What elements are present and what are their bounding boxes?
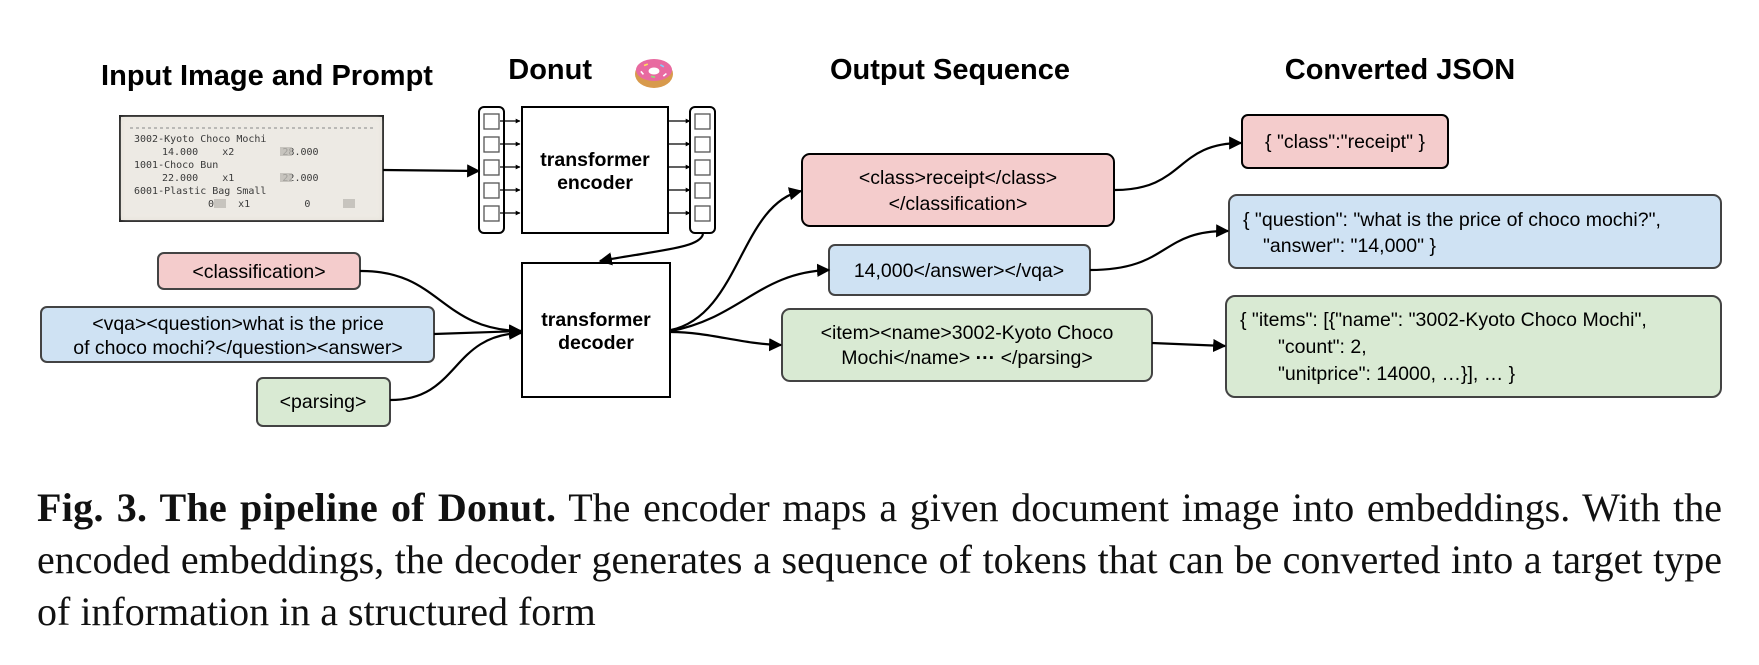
output-parsing: <item><name>3002-Kyoto Choco Mochi</name… <box>781 308 1153 382</box>
json-parsing-line-1: { "items": [{"name": "3002-Kyoto Choco M… <box>1240 309 1647 331</box>
output-parsing-ellipsis: ··· <box>976 347 995 369</box>
heading-donut: Donut <box>508 54 592 86</box>
donut-icon <box>635 59 673 88</box>
arrow-image-to-encoder <box>382 164 481 178</box>
prompt-parsing: <parsing> <box>256 377 391 427</box>
output-parsing-line-2-start: Mochi</name> <box>841 347 970 369</box>
receipt-image: 3002-Kyoto Choco Mochi 14.000 x2 28.000 … <box>119 115 384 222</box>
receipt-line-6: 0 x1 0 <box>208 199 310 210</box>
encoder-output-tokens <box>668 106 716 234</box>
arrow-encoder-to-decoder <box>598 233 705 266</box>
receipt-line-4: 22.000 x1 22.000 <box>162 173 319 184</box>
json-vqa-line-1: { "question": "what is the price of choc… <box>1243 209 1661 231</box>
connectors <box>359 136 1243 402</box>
output-parsing-line-2-end: </parsing> <box>1001 347 1093 369</box>
encoder-label-2: encoder <box>557 172 633 194</box>
heading-input: Input Image and Prompt <box>101 60 433 92</box>
prompt-vqa-line-2: of choco mochi?</question><answer> <box>73 337 403 359</box>
heading-json: Converted JSON <box>1285 54 1515 86</box>
encoder-input-tokens <box>478 106 521 234</box>
json-parsing: { "items": [{"name": "3002-Kyoto Choco M… <box>1225 295 1722 398</box>
pipeline-diagram: Input Image and Prompt Donut Output Sequ… <box>40 54 1722 427</box>
arrow-output-to-json-parsing <box>1151 338 1227 353</box>
transformer-decoder: transformer decoder <box>521 262 671 398</box>
encoder-label-1: transformer <box>540 149 650 171</box>
json-vqa: { "question": "what is the price of choc… <box>1228 194 1722 269</box>
output-parsing-line-2: Mochi</name> ··· </parsing> <box>841 347 1092 369</box>
output-vqa: 14,000</answer></vqa> <box>828 244 1091 296</box>
arrow-vqa-to-decoder <box>433 324 523 339</box>
json-classification: { "class":"receipt" } <box>1241 114 1449 169</box>
arrow-classification-to-decoder <box>359 269 523 338</box>
prompt-classification-text: <classification> <box>192 261 325 283</box>
figure-caption: Fig. 3. The pipeline of Donut. The encod… <box>37 482 1722 638</box>
json-vqa-line-2: "answer": "14,000" } <box>1263 235 1436 257</box>
caption-label: Fig. 3. The pipeline of Donut. <box>37 485 557 530</box>
receipt-line-1: 3002-Kyoto Choco Mochi <box>134 134 266 145</box>
receipt-line-3: 1001-Choco Bun <box>134 160 218 171</box>
receipt-line-5: 6001-Plastic Bag Small <box>134 186 266 197</box>
arrow-output-to-json-classification <box>1114 136 1243 192</box>
json-parsing-line-2: "count": 2, <box>1278 336 1367 358</box>
caption-text: The encoder maps a given document image … <box>37 485 1723 634</box>
arrow-decoder-to-output-parsing <box>670 330 783 352</box>
output-classification: <class>receipt</class> </classification> <box>801 153 1115 227</box>
json-classification-text: { "class":"receipt" } <box>1265 131 1425 153</box>
receipt-line-2: 14.000 x2 28.000 <box>162 147 319 158</box>
decoder-label-1: transformer <box>541 309 651 331</box>
prompt-vqa: <vqa><question>what is the price of choc… <box>40 306 435 363</box>
heading-output: Output Sequence <box>830 54 1070 86</box>
transformer-encoder: transformer encoder <box>521 106 669 234</box>
json-parsing-line-3: "unitprice": 14000, …}], … } <box>1278 363 1516 385</box>
prompt-vqa-line-1: <vqa><question>what is the price <box>92 313 384 335</box>
output-vqa-text: 14,000</answer></vqa> <box>854 260 1064 282</box>
decoder-label-2: decoder <box>558 332 634 354</box>
arrow-decoder-to-output-vqa <box>670 263 831 333</box>
output-classification-line-2: </classification> <box>889 193 1028 215</box>
output-parsing-line-1: <item><name>3002-Kyoto Choco <box>821 322 1114 344</box>
prompt-parsing-text: <parsing> <box>280 391 367 413</box>
arrow-output-to-json-vqa <box>1089 224 1230 272</box>
prompt-classification: <classification> <box>157 252 361 290</box>
output-classification-line-1: <class>receipt</class> <box>859 167 1057 189</box>
arrow-decoder-to-output-classification <box>670 187 803 332</box>
arrow-parsing-to-decoder <box>389 326 523 402</box>
